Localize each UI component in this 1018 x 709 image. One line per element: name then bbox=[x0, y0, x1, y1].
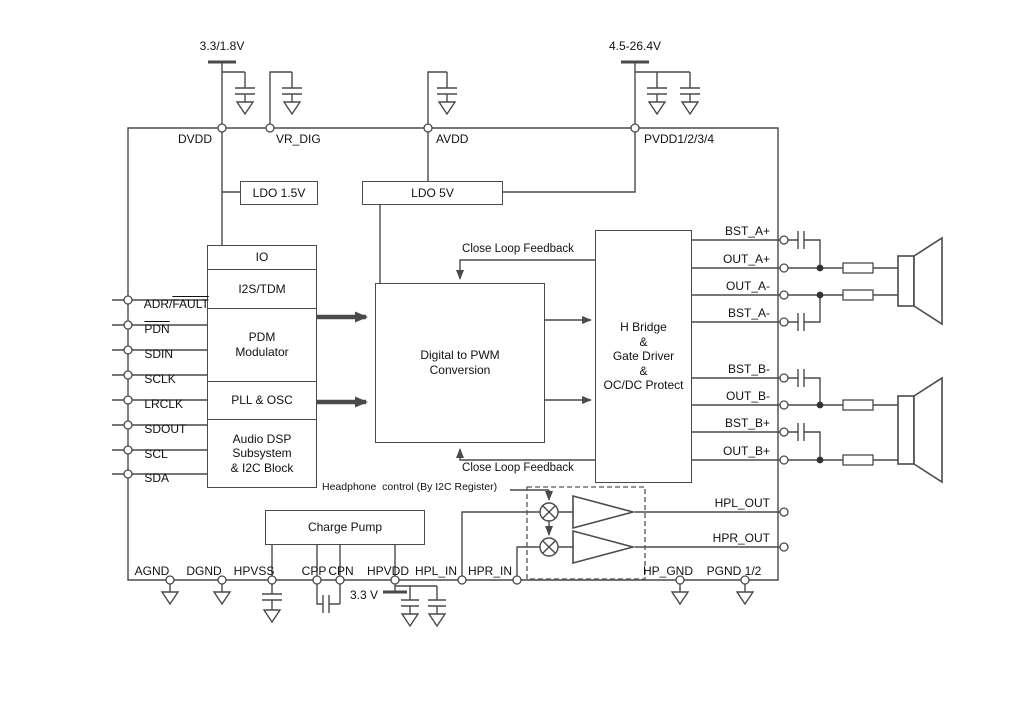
pin-label-hpvss: HPVSS bbox=[233, 564, 275, 578]
pin-label-sdin: SDIN bbox=[144, 347, 174, 361]
pin-label-dgnd: DGND bbox=[186, 564, 222, 578]
power-flag-icon bbox=[208, 60, 649, 594]
headphone-section-box bbox=[526, 486, 646, 580]
rail-label-pvdd: PVDD1/2/3/4 bbox=[644, 132, 715, 146]
pin-label-cpn: CPN bbox=[328, 564, 354, 578]
label-close-loop-feedback-top: Close Loop Feedback bbox=[462, 243, 574, 255]
filter-box-icon bbox=[842, 262, 874, 466]
rail-label-dvdd: DVDD bbox=[177, 132, 212, 146]
pin-label-sdout: SDOUT bbox=[144, 422, 187, 436]
pin-label-hpl-in: HPL_IN bbox=[414, 564, 458, 578]
wires bbox=[112, 62, 898, 614]
block-ldo-1v5: LDO 1.5V bbox=[240, 181, 318, 205]
block-pdm-modulator: PDM Modulator bbox=[208, 308, 316, 381]
pin-label-hpr-in: HPR_IN bbox=[467, 564, 512, 578]
block-pll-osc: PLL & OSC bbox=[208, 381, 316, 419]
pin-label-sclk: SCLK bbox=[144, 372, 176, 386]
pin-label-out-a-plus: OUT_A+ bbox=[722, 252, 770, 266]
rail-label-vr-dig: VR_DIG bbox=[276, 132, 321, 146]
block-digital-frontend: IO I2S/TDM PDM Modulator PLL & OSC Audio… bbox=[207, 245, 317, 488]
pin-label-lrclk: LRCLK bbox=[144, 397, 184, 411]
pin-label-cpp: CPP bbox=[301, 564, 327, 578]
opamp-icon bbox=[572, 494, 637, 565]
block-ldo-5v: LDO 5V bbox=[362, 181, 503, 205]
block-charge-pump: Charge Pump bbox=[265, 510, 425, 545]
label-headphone-control-note: Headphone control (By I2C Register) bbox=[322, 481, 498, 493]
speaker-icon bbox=[897, 236, 943, 484]
pin-circle bbox=[123, 123, 789, 585]
block-i2s-tdm: I2S/TDM bbox=[208, 269, 316, 308]
pin-label-hpvdd: HPVDD bbox=[366, 564, 409, 578]
rail-label-avdd: AVDD bbox=[436, 132, 469, 146]
pin-label-agnd: AGND bbox=[134, 564, 170, 578]
pin-label-bst-a-plus: BST_A+ bbox=[724, 224, 770, 238]
bus-arrows bbox=[317, 311, 368, 408]
pin-label-pgnd: PGND 1/2 bbox=[706, 564, 762, 578]
pin-label-hpl-out: HPL_OUT bbox=[714, 496, 770, 510]
pin-label-bst-b-plus: BST_B+ bbox=[724, 416, 770, 430]
pin-label-pdn: PDN bbox=[144, 322, 170, 336]
pin-label-bst-b-minus: BST_B- bbox=[727, 362, 770, 376]
ground-icon bbox=[160, 101, 755, 628]
pin-label-scl: SCL bbox=[144, 447, 168, 461]
block-io: IO bbox=[255, 250, 269, 265]
block-digital-to-pwm: Digital to PWM Conversion bbox=[375, 283, 545, 443]
pin-label-bst-a-minus: BST_A- bbox=[727, 306, 770, 320]
supply-label-pvdd: 4.5-26.4V bbox=[608, 39, 662, 53]
label-close-loop-feedback-bottom: Close Loop Feedback bbox=[462, 462, 574, 474]
pin-label-hp-gnd: HP_GND bbox=[642, 564, 693, 578]
pin-label-out-a-minus: OUT_A- bbox=[725, 279, 770, 293]
signal-arrows bbox=[456, 259, 595, 536]
pin-label-out-b-plus: OUT_B+ bbox=[722, 444, 770, 458]
block-h-bridge: H Bridge & Gate Driver & OC/DC Protect bbox=[595, 230, 692, 483]
pin-label-sda: SDA bbox=[144, 471, 170, 485]
pin-label-out-b-minus: OUT_B- bbox=[725, 389, 770, 403]
junction-dot bbox=[816, 264, 824, 464]
pin-label-adr-fault: ADR/FAULT bbox=[143, 297, 209, 311]
supply-label-digital: 3.3/1.8V bbox=[199, 39, 245, 53]
block-audio-dsp: Audio DSP Subsystem & I2C Block bbox=[208, 419, 316, 487]
mixer-icon bbox=[539, 502, 559, 557]
supply-label-hpvdd: 3.3 V bbox=[349, 588, 378, 602]
pin-label-hpr-out: HPR_OUT bbox=[712, 531, 770, 545]
